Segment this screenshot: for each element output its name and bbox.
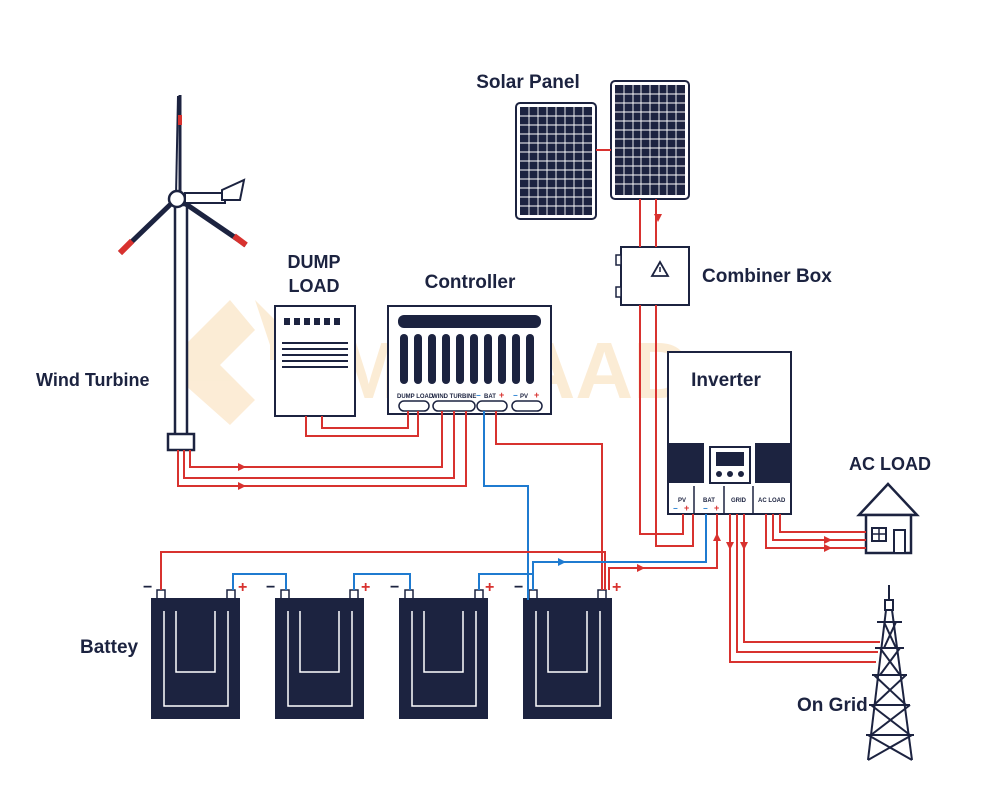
controller-pv-terminal-label: PV	[520, 394, 528, 400]
dump-load-label-line2: LOAD	[289, 276, 340, 296]
battery-4-plus: +	[612, 579, 621, 596]
wire-inverter-bat-negative	[532, 514, 707, 578]
inverter-bat-minus: −	[703, 504, 708, 513]
wire-turbine-2	[183, 411, 455, 479]
controller-wind-turbine-terminal-label: WIND TURBINE	[432, 394, 476, 400]
wire-series-1	[232, 573, 287, 590]
wire-series-3	[478, 573, 534, 590]
battery-2-plus: +	[361, 579, 370, 596]
wire-pv-to-inverter-1	[639, 305, 684, 535]
wire-ac-load-1	[765, 514, 866, 549]
dump-load-label-line1: DUMP	[288, 252, 341, 272]
inverter-ac-load-terminal-label: AC LOAD	[758, 498, 786, 504]
wire-dump-1	[305, 411, 419, 437]
battery-icon-4	[523, 589, 612, 719]
wire-controller-bat-negative	[483, 411, 529, 600]
inverter-pv-plus: +	[684, 503, 689, 513]
grid-tower-icon	[866, 585, 914, 761]
inverter-icon	[667, 351, 792, 515]
controller-bat-minus: −	[476, 391, 481, 400]
wire-inverter-bat-positive	[608, 514, 718, 590]
battery-4-minus: −	[514, 579, 523, 596]
wire-battery-main-negative	[160, 551, 606, 590]
wire-grid-1	[729, 514, 876, 663]
wire-ac-load-3	[779, 514, 866, 533]
battery-2-minus: −	[266, 579, 275, 596]
battery-1-minus: −	[143, 579, 152, 596]
controller-pv-plus: +	[534, 390, 539, 400]
on-grid-label: On Grid	[797, 695, 868, 716]
controller-label: Controller	[425, 272, 516, 293]
battery-icon-2	[275, 589, 364, 719]
flow-arrows	[238, 214, 832, 572]
battery-1-plus: +	[238, 579, 247, 596]
battery-icon-3	[399, 589, 488, 719]
battery-icon-1	[151, 589, 240, 719]
inverter-grid-terminal-label: GRID	[731, 498, 747, 504]
wind-turbine-icon	[117, 95, 248, 452]
dump-load-icon	[274, 305, 356, 417]
controller-dump-load-terminal-label: DUMP LOAD	[397, 394, 434, 400]
wire-series-2	[353, 573, 411, 590]
wire-turbine-3	[189, 411, 443, 468]
house-icon	[856, 482, 920, 555]
controller-pv-minus: −	[513, 391, 518, 400]
inverter-label: Inverter	[691, 370, 761, 391]
wind-turbine-label: Wind Turbine	[36, 370, 149, 390]
battery-3-plus: +	[485, 579, 494, 596]
wire-grid-2	[736, 514, 878, 653]
ac-load-label: AC LOAD	[849, 454, 931, 474]
combiner-box-label: Combiner Box	[702, 266, 832, 287]
battery-label: Battey	[80, 637, 139, 658]
inverter-bat-terminal-label: BAT	[703, 498, 715, 504]
wire-ac-load-2	[772, 514, 866, 541]
wiring	[160, 149, 880, 663]
combiner-box-icon	[615, 246, 690, 306]
solar-panel-icon	[515, 80, 690, 220]
wire-controller-bat-positive	[495, 411, 603, 590]
inverter-pv-minus: −	[673, 504, 678, 513]
inverter-pv-terminal-label: PV	[678, 498, 686, 504]
controller-bat-plus: +	[499, 390, 504, 400]
solar-panel-label: Solar Panel	[476, 72, 580, 93]
controller-bat-terminal-label: BAT	[484, 394, 496, 400]
controller-icon	[387, 305, 552, 415]
battery-3-minus: −	[390, 579, 399, 596]
wire-turbine-1	[177, 411, 467, 487]
wire-grid-3	[743, 514, 880, 643]
inverter-bat-plus: +	[714, 503, 719, 513]
wire-dump-2	[321, 411, 409, 429]
wire-pv-to-inverter-2	[655, 305, 694, 547]
